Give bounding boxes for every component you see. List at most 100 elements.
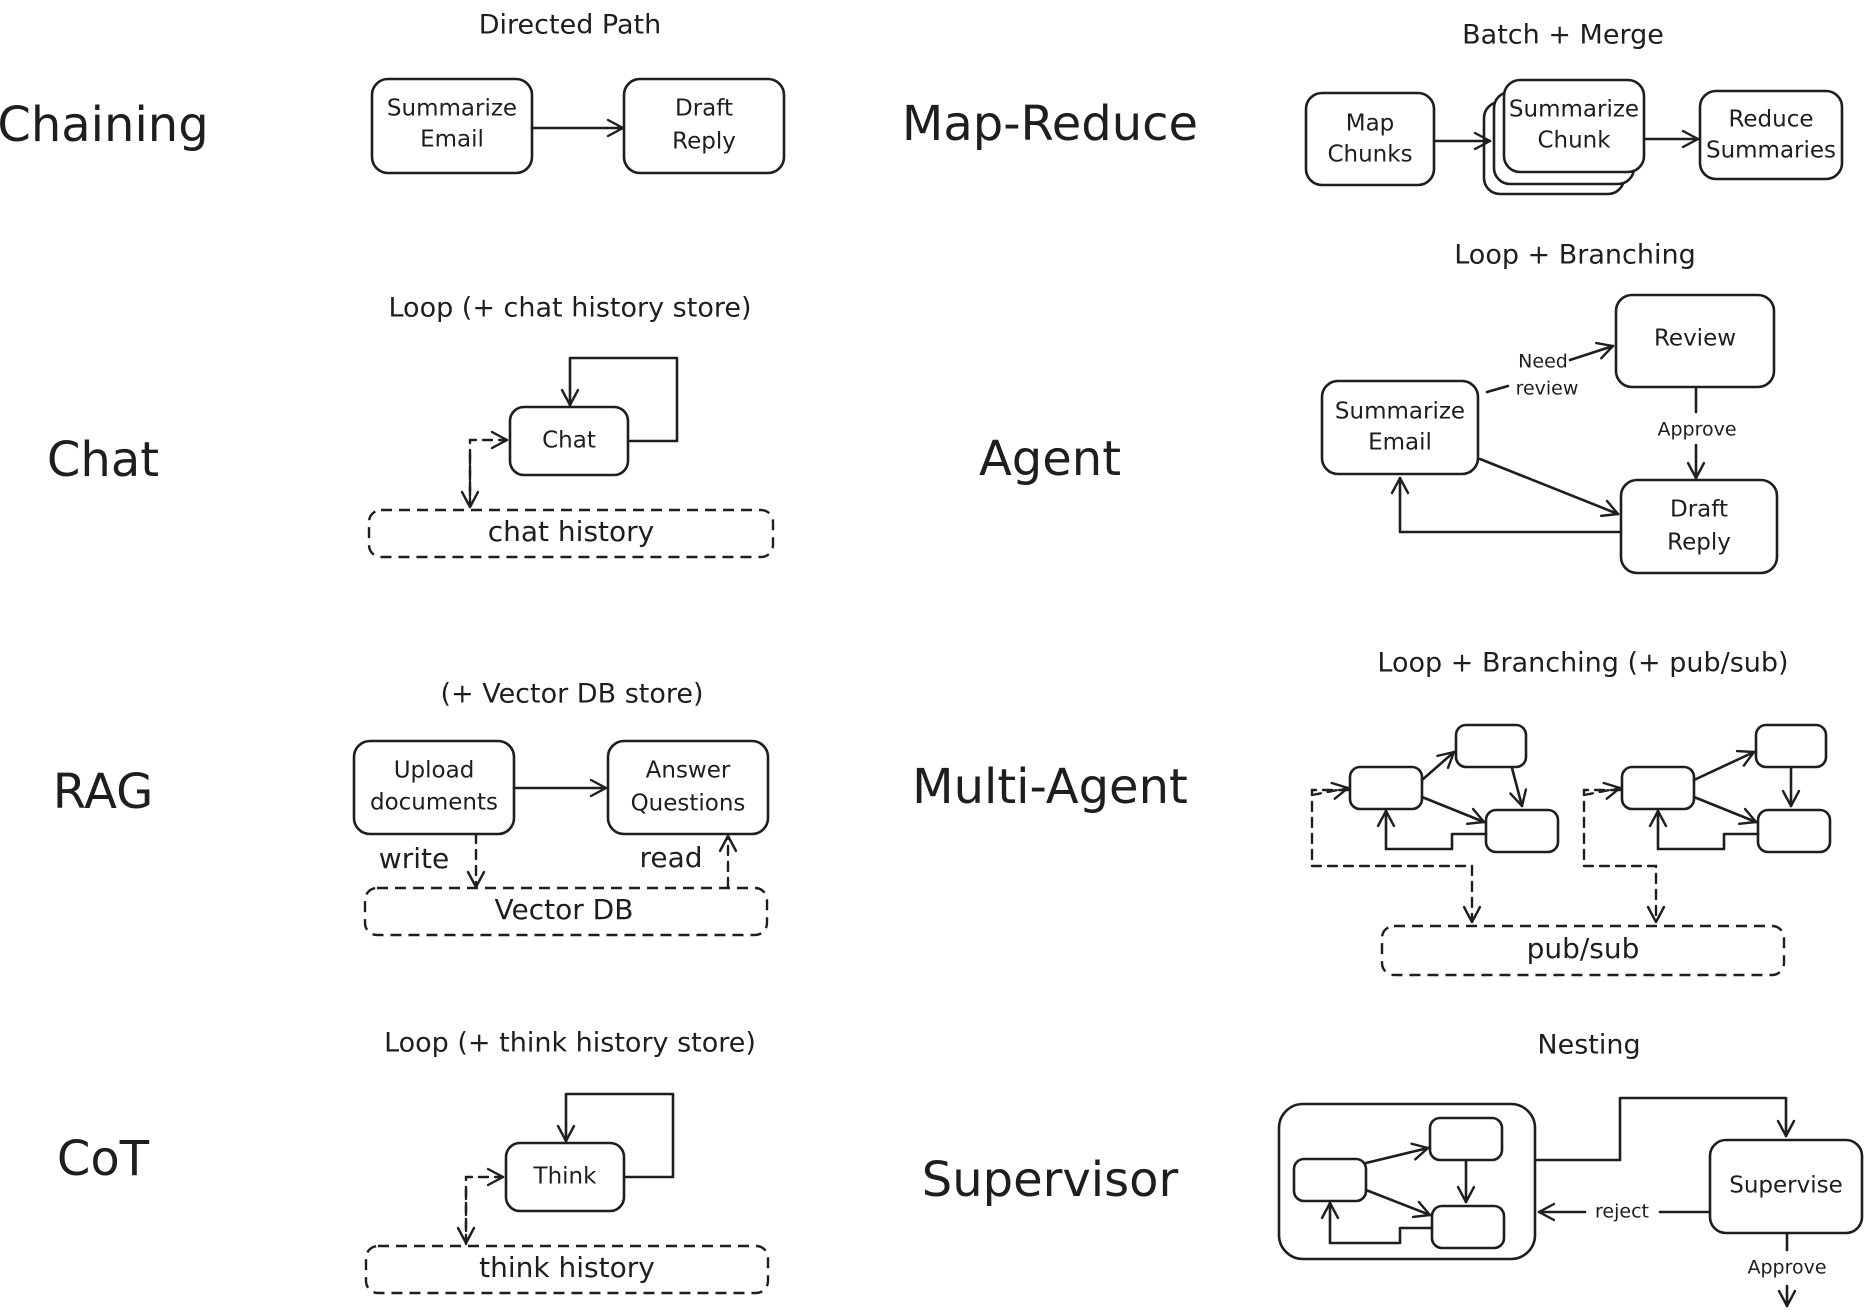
vector-db-store xyxy=(363,886,769,937)
reduce-summaries-label-2: Summaries xyxy=(1706,138,1836,164)
agent-summarize-label-1: Summarize xyxy=(1335,399,1465,425)
agent-draft-reply-node xyxy=(1619,478,1779,575)
supervisor-section: Supervisor Nesting Supervise reject Appr… xyxy=(922,1030,1864,1308)
answer-questions-node xyxy=(606,739,770,836)
agent-1a-to-1b-arrow xyxy=(1420,750,1456,782)
upload-documents-label-2: documents xyxy=(370,790,498,816)
multiagent-caption: Loop + Branching (+ pub/sub) xyxy=(1377,648,1788,679)
answer-questions-label-1: Answer xyxy=(646,758,731,784)
draft-reply-label-1: Draft xyxy=(675,96,733,122)
chat-loop-arrow xyxy=(560,356,679,443)
pubsub-store xyxy=(1380,924,1786,977)
nested-a-to-c-arrow xyxy=(1364,1188,1432,1219)
review-node xyxy=(1614,293,1776,389)
summarize-email-node xyxy=(370,77,534,175)
rag-caption: (+ Vector DB store) xyxy=(440,679,703,710)
agent-title: Agent xyxy=(979,431,1121,487)
supervise-node xyxy=(1708,1138,1864,1235)
map-chunks-node xyxy=(1304,91,1436,187)
agent-summarize-label-2: Email xyxy=(1368,430,1432,456)
draft-reply-label-2: Reply xyxy=(672,129,736,155)
draft-to-summarize-loop-arrow xyxy=(1390,476,1622,534)
chat-node-label: Chat xyxy=(542,428,596,454)
pubsub-label: pub/sub xyxy=(1527,932,1640,965)
nested-to-supervise-arrow xyxy=(1535,1096,1796,1162)
think-loop-arrow xyxy=(556,1092,675,1179)
reduce-summaries-label-1: Reduce xyxy=(1728,107,1813,133)
rag-title: RAG xyxy=(53,764,154,820)
draft-reply-node xyxy=(622,77,786,175)
agent-1c-node xyxy=(1484,808,1560,854)
agent-approve-label: Approve xyxy=(1657,419,1736,441)
review-label: Review xyxy=(1654,326,1736,352)
mapreduce-section: Map-Reduce Batch + Merge Map Chunks Summ… xyxy=(902,20,1844,196)
agent-1-pubsub-read-arrow xyxy=(1310,781,1350,800)
need-review-arrow xyxy=(1568,341,1615,362)
summarize-email-label-1: Summarize xyxy=(387,96,517,122)
nested-c-loop-arrow xyxy=(1320,1201,1434,1245)
mapreduce-caption: Batch + Merge xyxy=(1462,20,1664,51)
supervise-label: Supervise xyxy=(1729,1173,1843,1199)
agent-2a-to-2c-arrow xyxy=(1692,795,1758,826)
think-node xyxy=(504,1141,626,1213)
chaining-caption: Directed Path xyxy=(479,10,662,41)
summarize-chunk-label-2: Chunk xyxy=(1537,128,1611,154)
upload-documents-node xyxy=(352,739,516,836)
chat-history-read-arrow xyxy=(468,430,509,509)
agent-caption: Loop + Branching xyxy=(1454,240,1696,271)
multiagent-section: Multi-Agent Loop + Branching (+ pub/sub)… xyxy=(912,648,1832,977)
chat-node xyxy=(508,405,630,477)
agent-draft-label-2: Reply xyxy=(1667,530,1731,556)
chat-title: Chat xyxy=(47,432,159,488)
agent-2b-node xyxy=(1754,723,1828,769)
agent-2a-node xyxy=(1620,765,1696,811)
agent-1-pubsub-arrow xyxy=(1310,788,1482,924)
agent-2c-loop-arrow xyxy=(1648,809,1760,851)
chat-caption: Loop (+ chat history store) xyxy=(388,293,751,324)
agent-summarize-email-node xyxy=(1320,379,1480,476)
agent-2c-node xyxy=(1756,808,1832,854)
upload-documents-label-1: Upload xyxy=(394,758,475,784)
need-review-label-2: review xyxy=(1516,378,1579,400)
need-review-arrow-tail xyxy=(1485,384,1510,394)
agent-2a-to-2b-arrow xyxy=(1692,749,1756,782)
chaining-section: Chaining Directed Path Summarize Email D… xyxy=(0,10,786,175)
reject-label: reject xyxy=(1595,1201,1649,1223)
answer-questions-label-2: Questions xyxy=(631,791,746,817)
think-node-label: Think xyxy=(533,1164,598,1190)
summarize-chunk-label-1: Summarize xyxy=(1509,97,1639,123)
supervisor-caption: Nesting xyxy=(1537,1030,1640,1061)
think-history-store xyxy=(364,1244,770,1295)
cot-section: CoT Loop (+ think history store) Think t… xyxy=(57,1028,770,1295)
summarize-chunk-node xyxy=(1502,78,1646,174)
cot-caption: Loop (+ think history store) xyxy=(384,1028,756,1059)
agent-1a-node xyxy=(1348,765,1424,811)
supervisor-approve-label: Approve xyxy=(1747,1257,1826,1279)
summarize-email-label-2: Email xyxy=(420,127,484,153)
agent-section: Agent Loop + Branching Summarize Email R… xyxy=(979,240,1779,575)
nested-agent-a-node xyxy=(1292,1157,1368,1203)
summarize-to-draft-arrow xyxy=(1478,457,1620,518)
agent-1b-node xyxy=(1454,723,1528,769)
nested-agent-b-node xyxy=(1428,1116,1504,1162)
need-review-label-1: Need xyxy=(1518,351,1568,373)
rag-read-label: read xyxy=(639,841,702,874)
cot-title: CoT xyxy=(57,1131,150,1187)
think-history-label: think history xyxy=(479,1251,655,1284)
map-chunks-label-2: Chunks xyxy=(1327,142,1412,168)
agent-2-pubsub-read-arrow xyxy=(1582,781,1622,800)
rag-section: RAG (+ Vector DB store) Upload documents… xyxy=(53,679,770,937)
vector-db-label: Vector DB xyxy=(495,893,634,926)
chat-history-label: chat history xyxy=(488,515,654,548)
think-history-read-arrow xyxy=(464,1167,505,1246)
chaining-title: Chaining xyxy=(0,97,209,153)
agent-1a-to-1c-arrow xyxy=(1420,795,1486,826)
agent-1c-loop-arrow xyxy=(1376,809,1488,851)
chat-section: Chat Loop (+ chat history store) Chat ch… xyxy=(47,293,775,559)
rag-write-label: write xyxy=(379,842,449,875)
agent-draft-label-1: Draft xyxy=(1670,497,1728,523)
nested-a-to-b-arrow xyxy=(1364,1142,1430,1165)
agent-1b-to-1c-arrow xyxy=(1509,766,1528,808)
agent-2-pubsub-arrow xyxy=(1582,788,1666,924)
